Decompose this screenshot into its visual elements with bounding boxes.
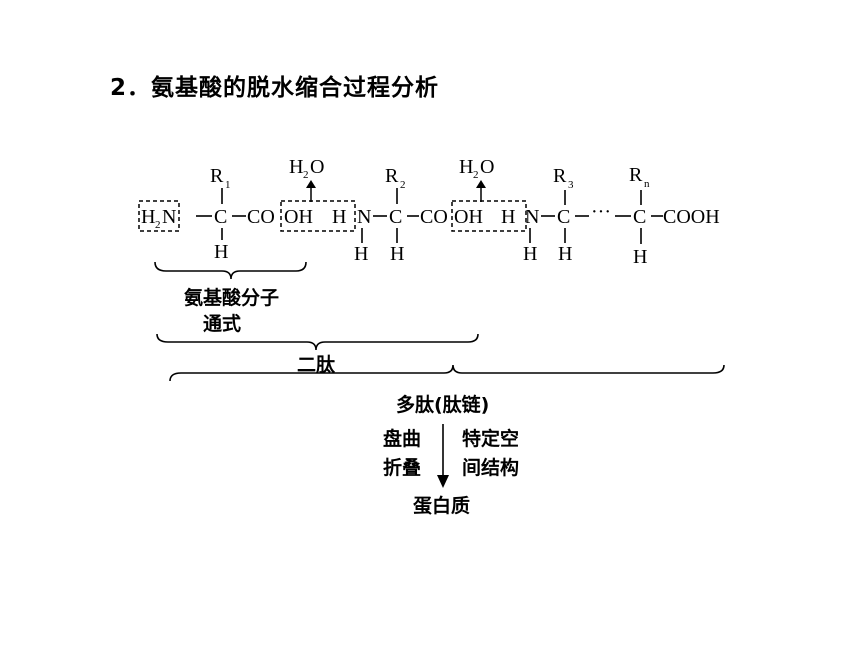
labels: 氨基酸分子 通式 二肽 多肽(肽链) 盘曲 折叠 特定空 间结构 蛋白质 xyxy=(184,286,519,517)
water-arrowhead-2 xyxy=(476,180,486,188)
residue-n-r: R xyxy=(629,164,643,186)
page-title: 2．氨基酸的脱水缩合过程分析 xyxy=(110,75,440,101)
water-arrowhead-1 xyxy=(306,180,316,188)
residue-3-r: R xyxy=(553,165,567,187)
protein-label: 蛋白质 xyxy=(413,494,470,517)
alpha-h-n: H xyxy=(633,246,647,268)
alpha-carbon-2: C xyxy=(389,206,402,228)
dipeptide-brace xyxy=(156,333,479,351)
hydroxyl-2: OH xyxy=(454,206,483,228)
polypeptide-label: 多肽(肽链) xyxy=(396,393,489,416)
alpha-carbon-3: C xyxy=(557,206,570,228)
alpha-h-3: H xyxy=(558,243,572,265)
polypeptide-brace xyxy=(169,364,725,382)
amino-h-3: H xyxy=(501,206,515,228)
water-source-box-1 xyxy=(280,200,356,232)
residue-2-subscript: 2 xyxy=(400,179,406,191)
peptide-formula xyxy=(138,180,663,244)
fold-label-line1: 盘曲 xyxy=(383,427,421,450)
amino-acid-label-line1: 氨基酸分子 xyxy=(184,286,279,309)
alpha-h-1: H xyxy=(214,241,228,263)
dipeptide-label: 二肽 xyxy=(297,353,336,376)
fold-label-line2: 折叠 xyxy=(383,457,421,479)
residue-1-r: R xyxy=(210,165,224,187)
alpha-carbon-1: C xyxy=(214,206,227,228)
water-2-subscript: 2 xyxy=(473,169,479,181)
amino-acid-label-line2: 通式 xyxy=(203,312,241,335)
nitrogen-3-h: H xyxy=(523,243,537,265)
carbonyl-1: CO xyxy=(247,206,275,228)
residue-1-subscript: 1 xyxy=(225,179,231,191)
structure-label-line1: 特定空 xyxy=(462,427,519,450)
carboxyl-terminal: COOH xyxy=(663,206,720,228)
hydroxyl-1: OH xyxy=(284,206,313,228)
nitrogen-3: N xyxy=(525,206,539,228)
carbonyl-2: CO xyxy=(420,206,448,228)
chain-ellipsis: ··· xyxy=(591,201,611,223)
braces xyxy=(154,261,725,480)
amino-h: H xyxy=(141,206,155,228)
folding-arrowhead xyxy=(437,475,449,488)
amino-acid-brace xyxy=(154,261,307,280)
residue-2-r: R xyxy=(385,165,399,187)
nitrogen-2-h: H xyxy=(354,243,368,265)
residue-n-subscript: n xyxy=(644,178,650,190)
formula-text: H 2 N R 1 C H CO OH H H 2 O N H R 2 xyxy=(141,156,720,268)
water-source-box-2 xyxy=(451,200,527,232)
water-1-o: O xyxy=(310,156,324,178)
water-2-h: H xyxy=(459,156,473,178)
alpha-carbon-n: C xyxy=(633,206,646,228)
amino-h-2: H xyxy=(332,206,346,228)
amino-n: N xyxy=(162,206,176,228)
structure-label-line2: 间结构 xyxy=(462,456,519,479)
amino-h-subscript: 2 xyxy=(155,219,161,231)
residue-3-subscript: 3 xyxy=(568,179,574,191)
nitrogen-2: N xyxy=(357,206,371,228)
water-2-o: O xyxy=(480,156,494,178)
alpha-h-2: H xyxy=(390,243,404,265)
water-1-subscript: 2 xyxy=(303,169,309,181)
water-1-h: H xyxy=(289,156,303,178)
